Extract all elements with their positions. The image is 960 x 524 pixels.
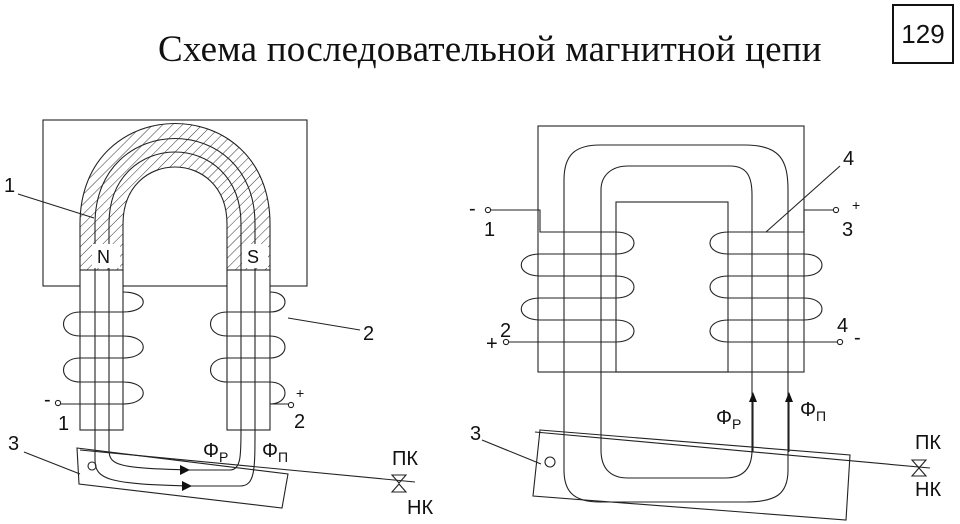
terminal-r2 (502, 338, 510, 346)
pk-marker-right (910, 459, 928, 469)
pk-label: ПК (392, 448, 418, 470)
pole-n-label: N (97, 247, 110, 267)
terminal-r4 (836, 338, 844, 346)
flux-arrow (182, 481, 192, 491)
terminal-2 (287, 401, 295, 409)
label-r4: 4 (843, 148, 854, 170)
label-3: 3 (8, 433, 19, 455)
terminal-r2-label: 2 (500, 320, 511, 342)
flux-p-label: ΦП (262, 440, 288, 465)
reference-line (79, 449, 416, 483)
nk-marker (390, 483, 408, 493)
leader-2 (287, 317, 361, 331)
coil-left-limb (488, 209, 635, 343)
flux-r-label: ΦР (203, 440, 228, 465)
terminal-r3-label: 3 (842, 219, 853, 241)
nk-marker-right (910, 467, 928, 477)
pk-label-right: ПК (915, 432, 941, 454)
leader-r4 (765, 165, 841, 233)
coil-left-leg (60, 291, 144, 405)
terminal-r1 (484, 206, 492, 214)
core-flux-loop-inner (600, 165, 753, 479)
coil-right-leg (210, 291, 290, 405)
left-leg-n (79, 269, 124, 431)
core-flux-loop-outer (563, 144, 789, 503)
terminal-r-minus-1: - (469, 198, 476, 220)
flux-r-arrow (749, 392, 757, 402)
terminal-r4-label: 4 (837, 315, 848, 337)
left-diagram: N S (4, 119, 433, 519)
left-frame (42, 119, 308, 287)
label-1: 1 (4, 175, 15, 197)
terminal-r-minus-4: - (854, 327, 861, 349)
flux-p-label-right: ΦП (800, 399, 826, 424)
terminal-1 (54, 399, 62, 407)
leader-1 (17, 193, 95, 219)
terminal-r-plus-3: + (852, 197, 860, 213)
terminal-2-label: 2 (294, 411, 305, 433)
armature-pivot-right (544, 456, 556, 468)
terminal-r3 (832, 206, 840, 214)
leader-r3 (481, 439, 542, 465)
terminal-minus: - (44, 389, 51, 411)
left-leg-s (226, 269, 271, 431)
coil-right-limb (709, 209, 840, 343)
page-number-box: 129 (892, 4, 954, 64)
label-2: 2 (363, 323, 374, 345)
terminal-r1-label: 1 (484, 219, 495, 241)
right-armature (532, 429, 851, 521)
terminal-plus: + (296, 385, 304, 401)
right-core-window (615, 201, 729, 373)
nk-label-right: НК (915, 479, 941, 501)
pole-s-label: S (247, 247, 259, 267)
label-r3: 3 (470, 423, 481, 445)
right-diagram: 4 3 - 1 + 3 + 2 4 - ΦР ΦП ПК НК (469, 125, 941, 521)
flux-p-arrow (785, 392, 793, 402)
reference-line-right (534, 431, 931, 469)
page-title: Схема последовательной магнитной цепи (158, 29, 822, 70)
flux-r-label-right: ΦР (716, 407, 741, 432)
terminal-r-plus-2: + (486, 333, 498, 355)
magnet-flux-line (108, 151, 242, 270)
magnet-flux-line (94, 137, 256, 270)
pk-marker (390, 474, 408, 484)
left-armature (76, 447, 289, 509)
horseshoe-magnet (79, 122, 271, 271)
leader-3 (23, 451, 81, 475)
nk-label: НК (407, 497, 433, 519)
right-core-outer (537, 125, 805, 373)
terminal-1-label: 1 (58, 413, 69, 435)
flux-arrow (180, 465, 190, 475)
